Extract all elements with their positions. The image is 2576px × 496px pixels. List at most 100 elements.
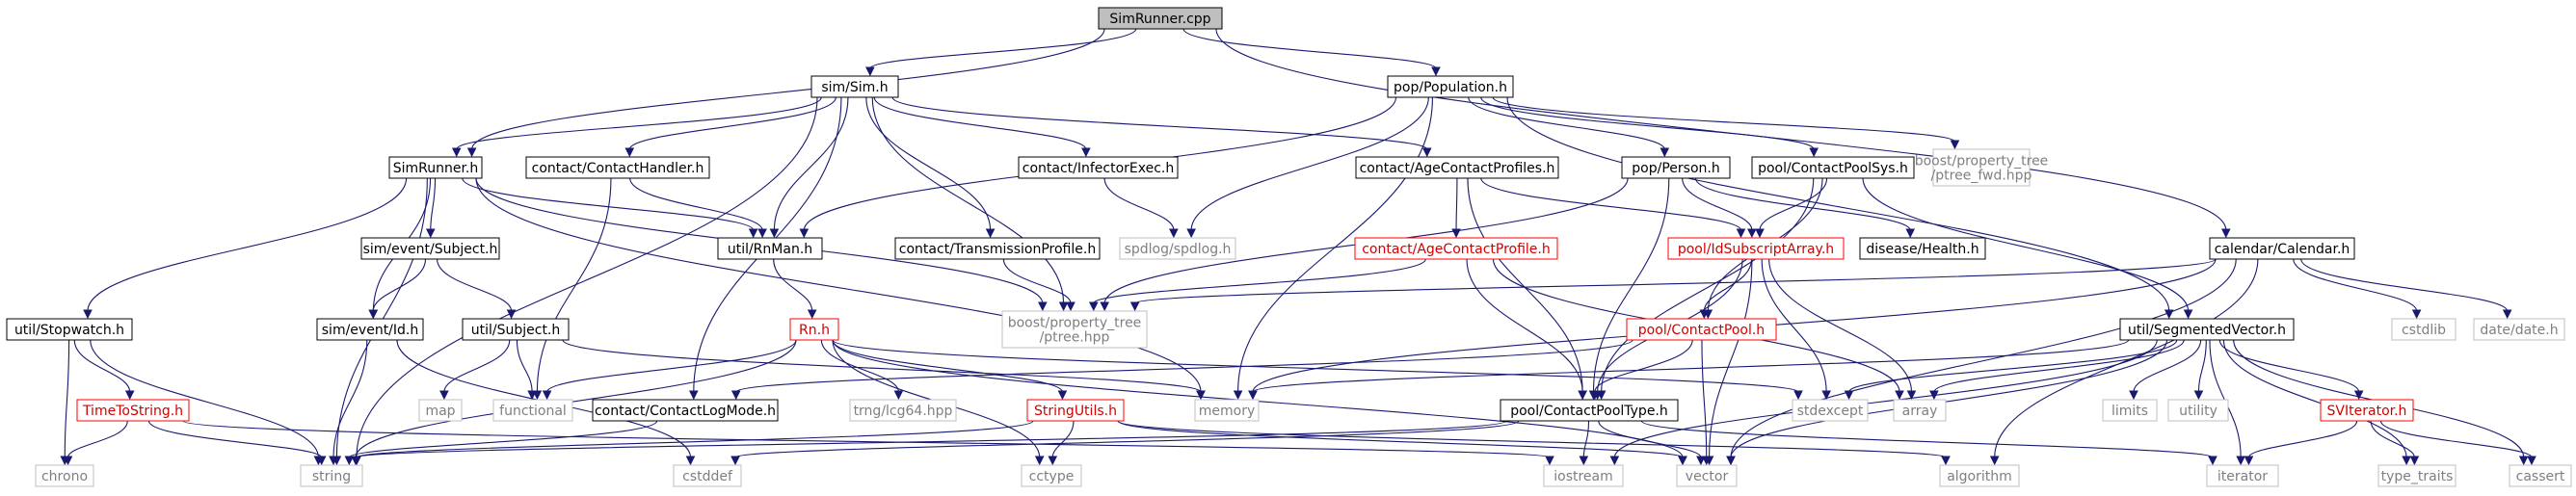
edge-agecontactprofiles_h-to-agecontactprofile_h — [1455, 177, 1458, 231]
edge-simrunner_cpp-to-simrunner_h — [471, 28, 1105, 150]
node-box — [849, 399, 957, 422]
node-agecontactprofile-h[interactable]: contact/AgeContactProfile.h — [1354, 237, 1558, 260]
node-cstdlib: cstdlib — [2391, 318, 2456, 341]
node-label: cstddef — [682, 469, 733, 484]
edge-arrowhead-sim_h-to-simrunner_h — [451, 147, 462, 158]
node-simrunner-cpp[interactable]: SimRunner.cpp — [1098, 7, 1223, 30]
node-simrunner-h[interactable]: SimRunner.h — [388, 156, 483, 179]
node-map: map — [418, 399, 463, 422]
node-box — [1001, 310, 1148, 349]
node-box — [1354, 237, 1558, 260]
node-box — [1021, 464, 1082, 487]
node-box — [316, 318, 424, 341]
edge-arrowhead-contactpooltype_h-to-cstddef — [730, 456, 740, 466]
edge-util_subject_h-to-functional — [516, 339, 533, 393]
node-sviterator-h[interactable]: SVIterator.h — [2320, 399, 2414, 422]
edge-population_h-to-segmentedvector_h — [1506, 96, 2170, 312]
edge-arrowhead-contactpool_h-to-contactpooltype_h — [1590, 390, 1600, 401]
edge-arrowhead-rn_h-to-stringutils_h — [1057, 390, 1068, 401]
node-box — [2509, 464, 2572, 487]
node-transmissionprofile-h[interactable]: contact/TransmissionProfile.h — [894, 237, 1101, 260]
node-contactpool-h[interactable]: pool/ContactPool.h — [1626, 318, 1777, 341]
node-stringutils-h[interactable]: StringUtils.h — [1026, 399, 1125, 422]
edge-arrowhead-rnman_h-to-rn_h — [807, 309, 817, 320]
node-date-h: date/date.h — [2473, 318, 2565, 341]
node-health-h[interactable]: disease/Health.h — [1859, 237, 1986, 260]
edge-segmentedvector_h-to-utility — [2197, 339, 2207, 393]
edge-sviterator_h-to-cassert — [2379, 420, 2533, 458]
edge-arrowhead-infectorexec_h-to-spdlog_h — [1169, 228, 1179, 239]
node-stopwatch-h[interactable]: util/Stopwatch.h — [6, 318, 133, 341]
node-rnman-h[interactable]: util/RnMan.h — [717, 237, 823, 260]
edge-arrowhead-sviterator_h-to-cassert — [2527, 456, 2536, 466]
node-label: SVIterator.h — [2327, 404, 2407, 419]
edge-arrowhead-simrunner_cpp-to-simrunner_h — [466, 147, 477, 158]
node-box — [1893, 399, 1947, 422]
edge-arrowhead-contactpooltype_h-to-vector — [1696, 456, 1706, 466]
edge-segmentedvector_h-to-array — [1933, 339, 2185, 393]
edge-population_h-to-spdlog_h — [1190, 96, 1429, 231]
edge-transmissionprofile_h-to-ptree_hpp — [1002, 258, 1072, 304]
edge-arrowhead-contactpoolsys_h-to-idsubscriptarray_h — [1755, 228, 1765, 239]
edge-idsubscriptarray_h-to-vector — [1709, 258, 1753, 458]
edge-arrowhead-timetostring_h-to-string — [316, 456, 327, 466]
node-label: limits — [2111, 404, 2148, 419]
node-contactpoolsys-h[interactable]: pool/ContactPoolSys.h — [1751, 156, 1915, 179]
node-contactpooltype-h[interactable]: pool/ContactPoolType.h — [1500, 399, 1679, 422]
node-box — [76, 399, 190, 422]
edge-arrowhead-segmentedvector_h-to-stdexcept — [1844, 390, 1854, 401]
edge-segmentedvector_h-to-limits — [2133, 339, 2202, 393]
edge-contacthandler_h-to-rnman_h — [629, 177, 763, 231]
node-contacthandler-h[interactable]: contact/ContactHandler.h — [525, 156, 710, 179]
node-label: cctype — [1029, 469, 1075, 484]
node-infectorexec-h[interactable]: contact/InfectorExec.h — [1018, 156, 1179, 179]
edge-contactpool_h-to-vector — [1701, 339, 1708, 458]
edge-arrowhead-rn_h-to-functional — [542, 390, 552, 401]
node-box — [1626, 318, 1777, 341]
node-person-h[interactable]: pop/Person.h — [1621, 156, 1731, 179]
node-id-h[interactable]: sim/event/Id.h — [316, 318, 424, 341]
node-stdexcept: stdexcept — [1792, 399, 1869, 422]
edge-rn_h-to-stdexcept — [832, 339, 1799, 393]
node-box — [2102, 399, 2158, 422]
node-box — [360, 237, 500, 260]
node-segmentedvector-h[interactable]: util/SegmentedVector.h — [2119, 318, 2295, 341]
node-population-h[interactable]: pop/Population.h — [1387, 75, 1514, 98]
node-type-traits: type_traits — [2377, 464, 2456, 487]
node-rn-h[interactable]: Rn.h — [789, 318, 839, 341]
edge-simrunner_cpp-to-population_h — [1182, 28, 1437, 69]
node-contactlogmode-h[interactable]: contact/ContactLogMode.h — [592, 399, 779, 422]
edge-contactpool_h-to-contactlogmode_h — [735, 339, 1633, 393]
node-string: string — [300, 464, 363, 487]
node-vector: vector — [1676, 464, 1738, 487]
node-box — [2473, 318, 2565, 341]
node-box — [1194, 399, 1260, 422]
node-cassert: cassert — [2509, 464, 2572, 487]
node-util-subject-h[interactable]: util/Subject.h — [462, 318, 570, 341]
edge-idsubscriptarray_h-to-array — [1768, 258, 1913, 393]
node-label: boost/property_tree — [1915, 154, 2049, 170]
edge-arrowhead-calendar_h-to-cstdlib — [2411, 309, 2422, 320]
edge-arrowhead-sim_h-to-contactlogmode_h — [688, 390, 699, 401]
node-sim-h[interactable]: sim/Sim.h — [810, 75, 899, 98]
node-label: contact/AgeContactProfiles.h — [1360, 161, 1555, 176]
edge-arrowhead-segmentedvector_h-to-memory — [1248, 390, 1258, 401]
edge-agecontactprofiles_h-to-contactpooltype_h — [1467, 177, 1583, 393]
node-label: contact/ContactLogMode.h — [595, 404, 776, 419]
node-timetostring-h[interactable]: TimeToString.h — [76, 399, 190, 422]
node-label: stdexcept — [1797, 404, 1864, 419]
node-idsubscriptarray-h[interactable]: pool/IdSubscriptArray.h — [1667, 237, 1845, 260]
edge-arrowhead-population_h-to-spdlog_h — [1186, 228, 1196, 239]
edge-arrowhead-sim_h-to-ptree_hpp — [1058, 301, 1069, 312]
edge-contactlogmode_h-to-string — [348, 420, 658, 458]
edge-population_h-to-contactpoolsys_h — [1480, 96, 1815, 150]
node-label: boost/property_tree — [1008, 316, 1142, 331]
edge-arrowhead-rn_h-to-trng_lcg64 — [893, 390, 904, 401]
node-agecontactprofiles-h[interactable]: contact/AgeContactProfiles.h — [1355, 156, 1559, 179]
edge-arrowhead-sviterator_h-to-iterator — [2244, 456, 2254, 466]
edge-arrowhead-contactpoolsys_h-to-segmentedvector_h — [2183, 309, 2193, 320]
node-box — [1859, 237, 1986, 260]
edge-arrowhead-agecontactprofile_h-to-array — [1895, 390, 1904, 401]
node-calendar-h[interactable]: calendar/Calendar.h — [2209, 237, 2355, 260]
node-subject-event-h[interactable]: sim/event/Subject.h — [360, 237, 500, 260]
